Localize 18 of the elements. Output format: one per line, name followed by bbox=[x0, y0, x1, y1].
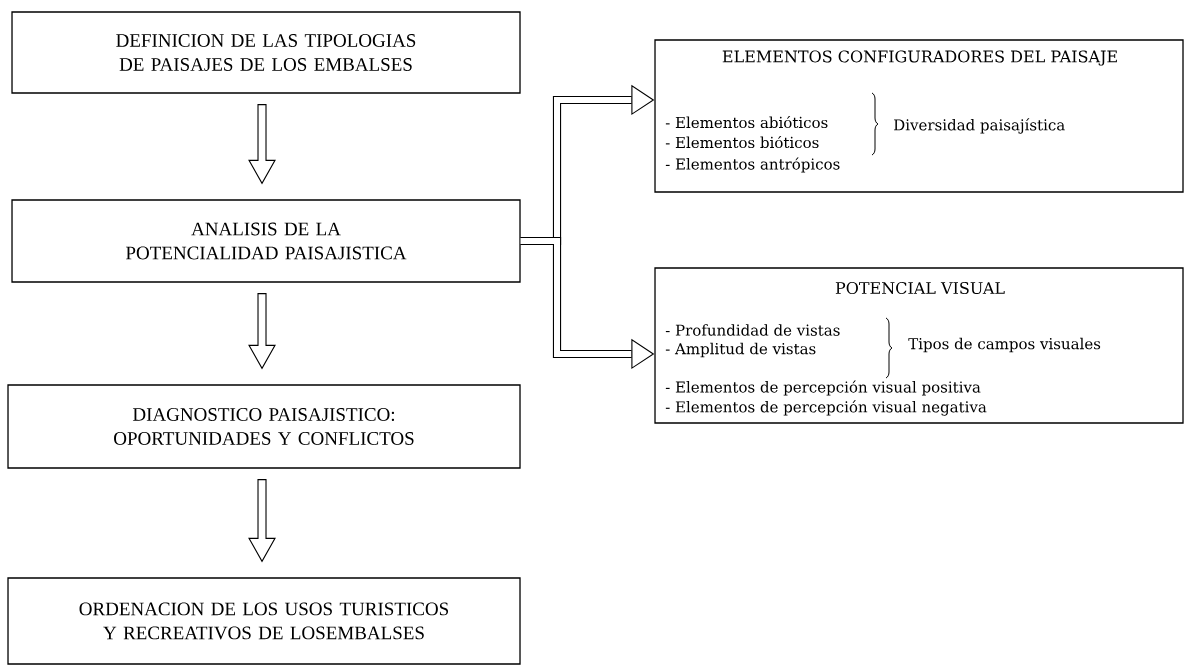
block-arrow bbox=[248, 479, 276, 563]
process-box: ORDENACION DE LOS USOS TURISTICOS Y RECREATIVOS DE LOSEMBALSES bbox=[7, 577, 521, 665]
heading-text: POTENCIAL VISUAL bbox=[835, 281, 1005, 295]
group-label: Diversidad paisajística bbox=[894, 118, 1065, 134]
process-box: ANALISIS DE LA POTENCIALIDAD PAISAJISTICA bbox=[11, 199, 521, 283]
process-box: DIAGNOSTICO PAISAJISTICO: OPORTUNIDADES Y CONFLICTOS bbox=[7, 384, 521, 469]
list-item: - Elementos antrópicos bbox=[665, 157, 840, 173]
process-box: DEFINICION DE LAS TIPOLOGIAS DE PAISAJES DE LOS EMBALSES bbox=[11, 11, 521, 94]
list-item: - Elementos bióticos bbox=[665, 135, 819, 149]
block-arrow bbox=[248, 293, 276, 370]
list-item: - Elementos de percepción visual positiva bbox=[665, 380, 981, 396]
list-item: - Profundidad de vistas bbox=[665, 324, 840, 336]
list-item: - Elementos abióticos bbox=[665, 115, 828, 129]
group-label: Tipos de campos visuales bbox=[908, 337, 1101, 353]
list-item: - Amplitud de vistas bbox=[665, 342, 816, 358]
heading-text: ELEMENTOS CONFIGURADORES DEL PAISAJE bbox=[722, 50, 1117, 66]
block-arrow bbox=[248, 104, 276, 185]
list-item: - Elementos de percepción visual negativa bbox=[665, 400, 987, 416]
